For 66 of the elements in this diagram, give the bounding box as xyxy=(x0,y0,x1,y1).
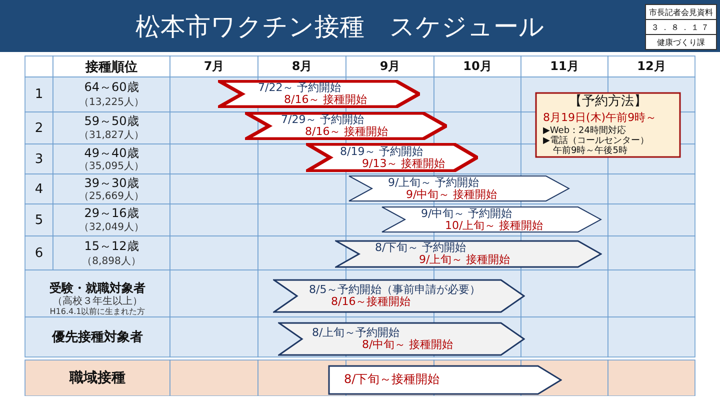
reservation-text: 8/5～予約開始（事前申請が必要） xyxy=(309,283,481,296)
population-count: （8,898人） xyxy=(81,254,142,268)
column-header: 接種順位 xyxy=(84,58,138,76)
population-count: （31,827人） xyxy=(78,129,145,142)
vaccination-text: 9/中旬～ 接種開始 xyxy=(406,188,498,200)
schedule-bar xyxy=(278,322,525,356)
priority-number: 6 xyxy=(34,244,44,262)
priority-number: 5 xyxy=(34,212,44,230)
row-header: 受験・就職対象者 xyxy=(48,280,146,296)
vaccination-text: 9/上旬～ 接種開始 xyxy=(419,253,510,266)
stamp-text: 健康づくり課 xyxy=(645,34,717,50)
age-range: 15～12歳 xyxy=(83,238,140,254)
age-range: 49～40歳 xyxy=(83,146,140,160)
vaccination-text: 9/13～ 接種開始 xyxy=(362,156,446,170)
info-box xyxy=(535,92,681,158)
month-header: 11月 xyxy=(549,58,580,75)
month-header: 8月 xyxy=(290,58,314,75)
priority-number: 2 xyxy=(34,120,44,138)
age-range: 39～30歳 xyxy=(83,176,140,190)
population-count: （35,095人） xyxy=(78,160,145,172)
schedule-bar xyxy=(328,365,562,395)
stamp-text: ３．８．１７ xyxy=(645,19,717,35)
reservation-text: 7/29～ 予約開始 xyxy=(281,113,364,126)
row-header: 優先接種対象者 xyxy=(50,328,144,347)
population-count: （13,225人） xyxy=(78,96,145,110)
row-header: （高校３年生以上） xyxy=(52,295,144,307)
reservation-text: 8/19～ 予約開始 xyxy=(340,144,424,158)
row-header: H16.4.1以前に生まれた方 xyxy=(48,306,146,316)
reservation-text: 9/中旬～ 予約開始 xyxy=(421,206,512,220)
box-heading: 【予約方法】 xyxy=(568,95,648,108)
schedule-bar xyxy=(348,175,570,202)
schedule-bar xyxy=(273,279,525,313)
reservation-text: 8/上旬～予約開始 xyxy=(312,326,400,339)
schedule-bar xyxy=(218,80,420,108)
priority-number: 3 xyxy=(34,150,44,168)
month-header: 9月 xyxy=(378,58,402,75)
schedule-bar xyxy=(335,240,602,268)
vaccination-text: 8/中旬～ 接種開始 xyxy=(362,338,454,351)
reservation-text: 7/22～ 予約開始 xyxy=(258,81,342,94)
priority-number: 1 xyxy=(34,86,44,104)
method-text: ▶Web：24時間対応 xyxy=(543,125,626,136)
reservation-text: 8/下旬～ 予約開始 xyxy=(375,241,466,254)
vaccination-text: 8/16～ 接種開始 xyxy=(305,125,388,138)
month-header: 7月 xyxy=(202,58,226,75)
population-count: （25,669人） xyxy=(78,190,145,202)
schedule-bar xyxy=(381,206,602,233)
schedule-bar xyxy=(306,143,478,172)
age-range: 29～16歳 xyxy=(83,206,140,221)
title-text: 松本市ワクチン接種 スケジュール xyxy=(134,10,546,42)
age-range: 64～60歳 xyxy=(83,79,140,96)
vaccination-text: 8/16～ 接種開始 xyxy=(284,93,368,106)
reservation-text: 9/上旬～ 予約開始 xyxy=(388,176,480,188)
age-range: 59～50歳 xyxy=(83,114,140,129)
vaccination-text: 8/16～接種開始 xyxy=(331,295,411,308)
month-header: 12月 xyxy=(636,58,667,75)
vaccination-text: 8/下旬～接種開始 xyxy=(344,373,440,386)
month-header: 10月 xyxy=(462,58,493,75)
stamp-text: 市長記者会見資料 xyxy=(645,4,717,20)
priority-number: 4 xyxy=(34,180,44,198)
hours-text: 午前9時～午後5時 xyxy=(553,145,628,158)
row-header: 職域接種 xyxy=(68,369,126,388)
schedule-bar xyxy=(245,112,447,140)
vaccination-text: 10/上旬～ 接種開始 xyxy=(445,218,544,232)
method-text: ▶電話（コールセンター） xyxy=(543,135,649,146)
population-count: （32,049人） xyxy=(78,221,145,234)
date-text: 8月19日(木)午前9時～ xyxy=(543,111,657,124)
